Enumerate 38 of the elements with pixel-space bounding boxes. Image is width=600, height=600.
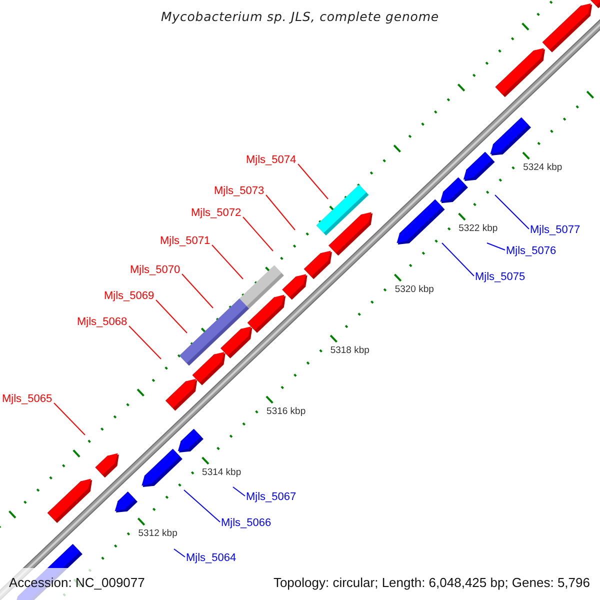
gene-label: Mjls_5070 <box>130 264 180 277</box>
gene-label: Mjls_5077 <box>530 224 580 237</box>
gene-label: Mjls_5069 <box>104 290 154 303</box>
genome-summary-text: Topology: circular; Length: 6,048,425 bp; Genes: 5,796 <box>273 575 590 590</box>
scale-label: 5322 kbp <box>458 223 498 234</box>
leader-line <box>442 242 474 276</box>
leader-line <box>266 194 296 230</box>
scale-label: 5316 kbp <box>266 406 306 417</box>
gene-label: Mjls_5071 <box>160 235 210 248</box>
scale-label: 5324 kbp <box>523 162 562 173</box>
leader-line <box>174 548 186 558</box>
gene-label: Mjls_5076 <box>506 245 556 258</box>
leader-line <box>182 274 214 308</box>
leader-line <box>128 326 162 360</box>
scale-label: 5318 kbp <box>330 345 370 356</box>
gene-label: Mjls_5068 <box>77 316 128 329</box>
scale-label: 5320 kbp <box>394 284 434 295</box>
accession-text: Accession: NC_009077 <box>9 575 145 590</box>
gene-label: Mjls_5067 <box>246 491 296 504</box>
leader-line <box>156 300 188 334</box>
leader-line <box>298 164 328 200</box>
scale-label: 5314 kbp <box>202 466 242 478</box>
gene-label: Mjls_5064 <box>186 552 236 565</box>
leader-line <box>54 402 86 436</box>
leader-line <box>212 244 244 280</box>
gene-label: Mjls_5072 <box>191 207 242 220</box>
leader-line <box>242 216 274 252</box>
gene-label: Mjls_5074 <box>246 154 296 167</box>
diagram-title: Mycobacterium sp. JLS, complete genome <box>160 9 440 24</box>
gene-label: Mjls_5065 <box>2 393 52 406</box>
gene-label: Mjls_5073 <box>214 185 264 198</box>
scale-label: 5312 kbp <box>138 528 178 539</box>
leader-line <box>486 242 506 250</box>
leader-line <box>232 486 246 496</box>
gene-label: Mjls_5075 <box>475 271 526 284</box>
leader-line <box>494 194 530 230</box>
gene-label: Mjls_5066 <box>221 517 272 530</box>
leader-line <box>184 490 220 522</box>
